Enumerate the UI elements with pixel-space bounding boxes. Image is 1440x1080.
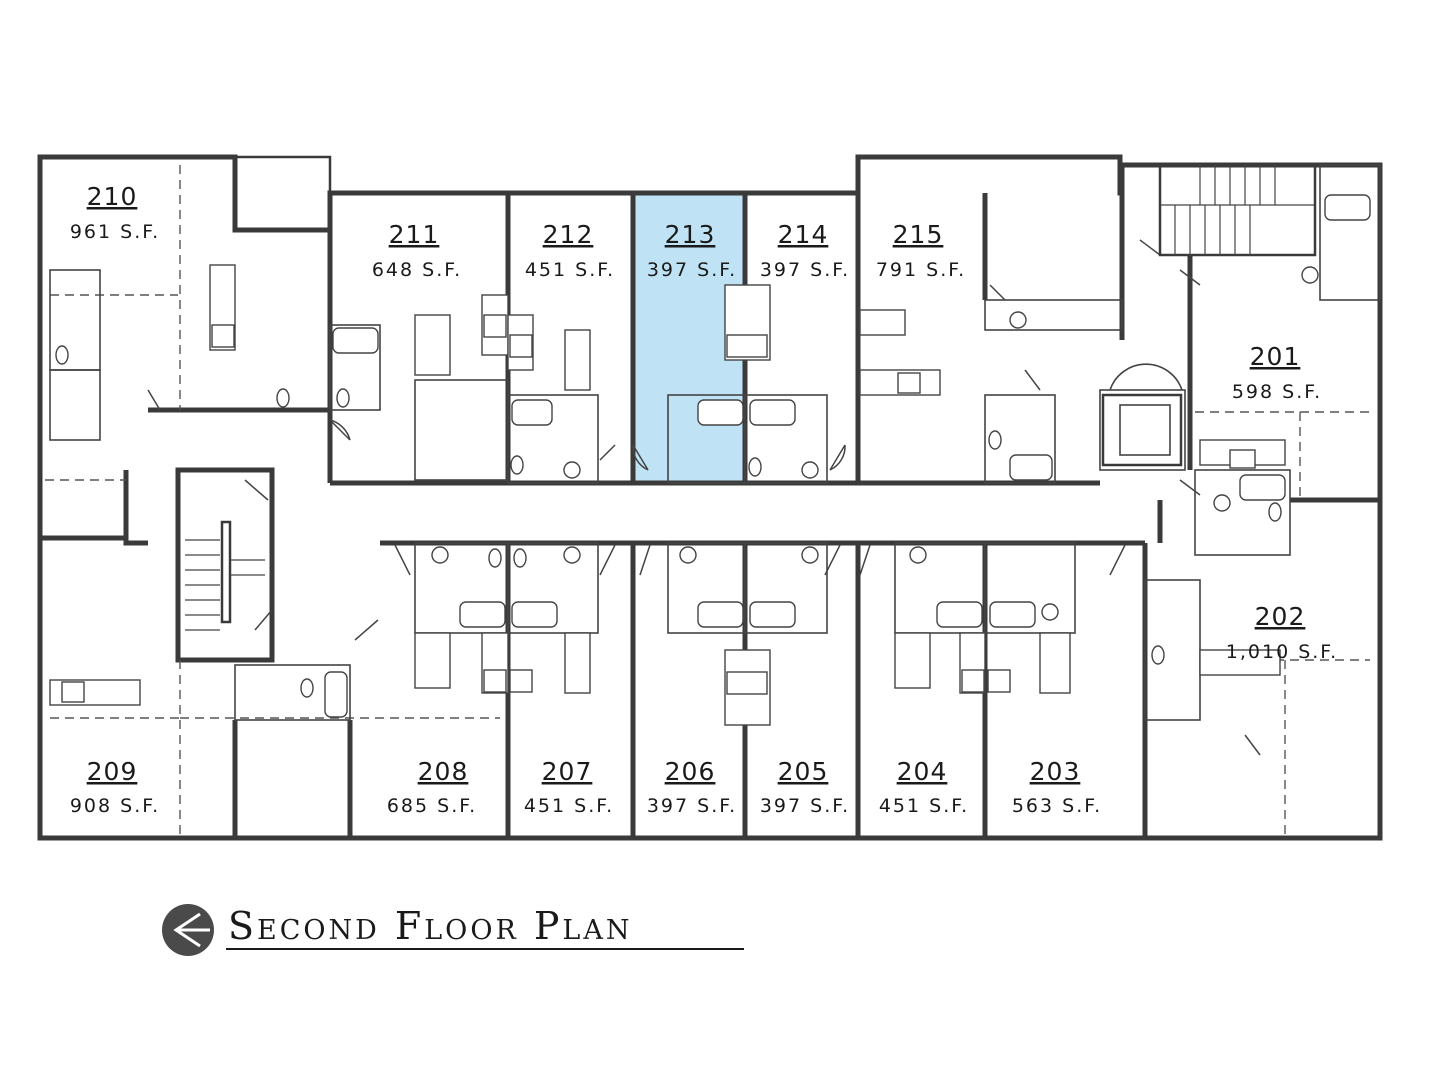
unit-203-label[interactable]: 203 563 S.F. [1012, 757, 1102, 817]
unit-215-label[interactable]: 215 791 S.F. [876, 220, 966, 281]
unit-number: 209 [87, 757, 138, 786]
toilets [55, 266, 1319, 698]
unit-area: 961 S.F. [70, 221, 160, 243]
unit-area: 397 S.F. [647, 259, 737, 281]
unit-202-label[interactable]: 202 1,010 S.F. [1226, 602, 1338, 663]
unit-number: 202 [1255, 602, 1306, 631]
left-arrow-circle-icon [162, 904, 214, 956]
unit-214-label[interactable]: 214 397 S.F. [760, 220, 850, 281]
unit-labels: 210 961 S.F. 211 648 S.F. 212 451 S.F. 2… [70, 182, 1338, 817]
unit-area: 451 S.F. [525, 259, 615, 281]
unit-area: 397 S.F. [760, 795, 850, 817]
unit-number: 213 [665, 220, 716, 249]
unit-number: 203 [1030, 757, 1081, 786]
unit-207-label[interactable]: 207 451 S.F. [524, 757, 614, 817]
unit-205-label[interactable]: 205 397 S.F. [760, 757, 850, 817]
bathtubs [324, 194, 1371, 718]
unit-area: 791 S.F. [876, 259, 966, 281]
unit-number: 211 [389, 220, 440, 249]
unit-area: 908 S.F. [70, 795, 160, 817]
stairs-left [185, 520, 265, 631]
unit-209-label[interactable]: 209 908 S.F. [70, 757, 160, 817]
unit-number: 212 [543, 220, 594, 249]
unit-area: 563 S.F. [1012, 795, 1102, 817]
unit-211-label[interactable]: 211 648 S.F. [372, 220, 462, 281]
unit-204-label[interactable]: 204 451 S.F. [879, 757, 969, 817]
unit-area: 451 S.F. [879, 795, 969, 817]
elevator [1101, 363, 1183, 467]
unit-number: 204 [897, 757, 948, 786]
unit-201-label[interactable]: 201 598 S.F. [1232, 342, 1322, 403]
unit-number: 215 [893, 220, 944, 249]
unit-210-label[interactable]: 210 961 S.F. [70, 182, 160, 243]
unit-area: 598 S.F. [1232, 381, 1322, 403]
page-title: Second Floor Plan [228, 904, 633, 948]
unit-number: 208 [418, 757, 469, 786]
unit-area: 1,010 S.F. [1226, 641, 1338, 663]
doors [147, 239, 1261, 756]
unit-212-label[interactable]: 212 451 S.F. [525, 220, 615, 281]
unit-area: 648 S.F. [372, 259, 462, 281]
cooktops [61, 314, 1256, 703]
title-underline [226, 948, 744, 950]
interior-partitions [49, 164, 1381, 721]
unit-number: 207 [542, 757, 593, 786]
unit-area: 397 S.F. [760, 259, 850, 281]
unit-number: 201 [1250, 342, 1301, 371]
plan-title-block: Second Floor Plan [160, 898, 760, 958]
dashed-lines [45, 165, 1370, 838]
unit-206-label[interactable]: 206 397 S.F. [647, 757, 737, 817]
unit-area: 451 S.F. [524, 795, 614, 817]
unit-number: 210 [87, 182, 138, 211]
unit-number: 206 [665, 757, 716, 786]
unit-area: 685 S.F. [387, 795, 477, 817]
unit-208-label[interactable]: 208 685 S.F. [387, 757, 477, 817]
unit-area: 397 S.F. [647, 795, 737, 817]
unit-213-label[interactable]: 213 397 S.F. [647, 220, 737, 281]
unit-number: 214 [778, 220, 829, 249]
stairs-upper-right [1158, 163, 1317, 257]
exterior-walls [37, 154, 1383, 841]
kitchen-counters [49, 264, 1286, 726]
unit-number: 205 [778, 757, 829, 786]
